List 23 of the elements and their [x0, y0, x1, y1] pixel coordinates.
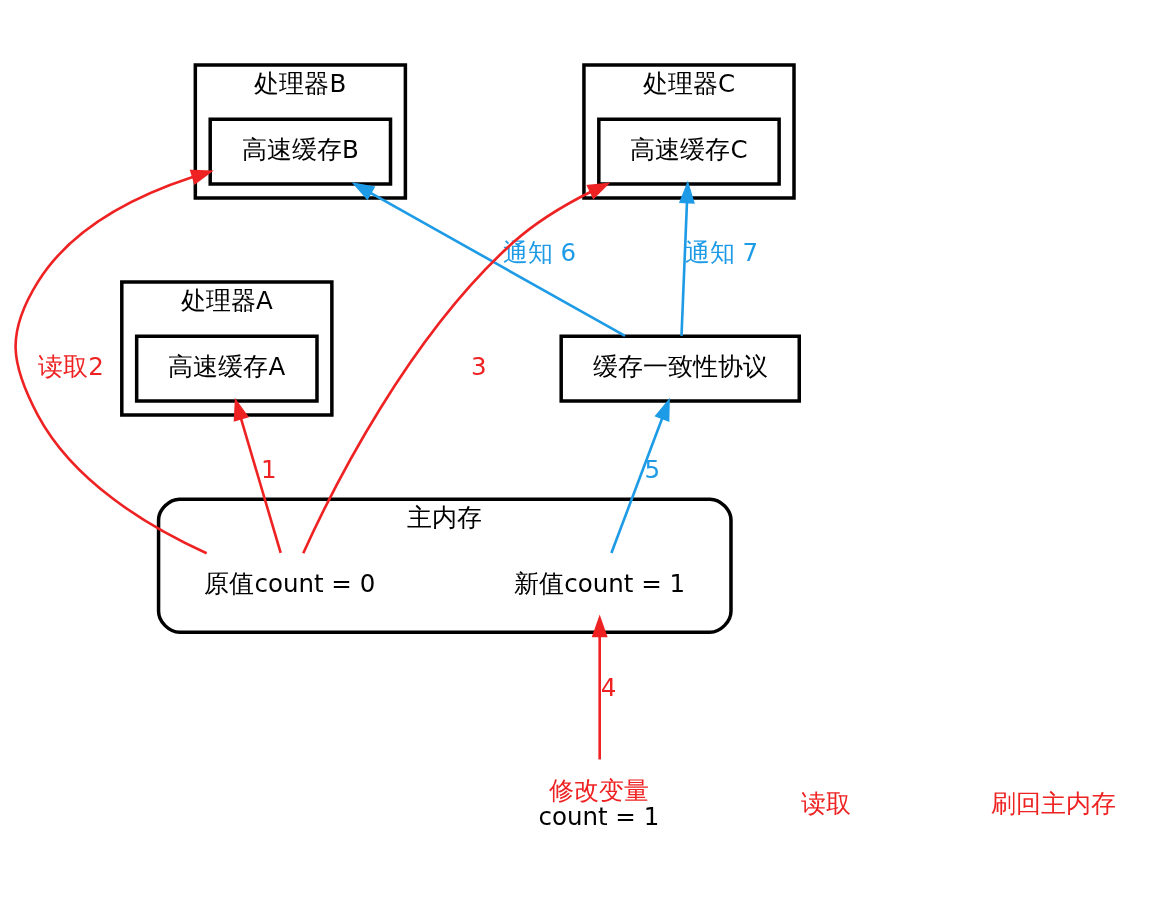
edge-label: 4: [600, 672, 617, 702]
edge-label: 通知 7: [684, 237, 759, 267]
node-text: 修改变量 count = 1: [538, 775, 660, 831]
edge-label: 3: [471, 351, 487, 381]
label: 读取: [800, 788, 851, 818]
node-box: 高速缓存A: [134, 334, 319, 403]
edge-label: 1: [261, 454, 277, 484]
node-box: 高速缓存B: [208, 117, 393, 186]
arrow: [610, 397, 670, 553]
edge-label: 读取2: [38, 351, 104, 381]
arrow: [591, 614, 608, 759]
edge-label: 5: [644, 454, 661, 484]
node-text: 新值count = 1: [514, 568, 686, 598]
node-text: 原值count = 0: [204, 568, 376, 598]
label: 刷回主内存: [990, 788, 1116, 818]
arrow: [302, 181, 611, 554]
arrow: [351, 181, 626, 337]
edge-label: 通知 6: [502, 237, 576, 267]
node-box: 高速缓存C: [597, 117, 781, 186]
arrow: [233, 397, 282, 553]
arrow: [14, 169, 214, 554]
node-box: 缓存一致性协议: [559, 334, 801, 403]
arrow: [678, 180, 695, 336]
